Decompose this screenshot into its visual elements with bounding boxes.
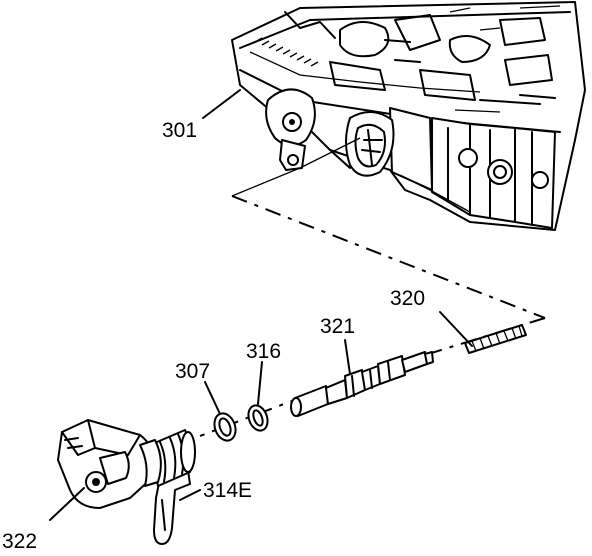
leader-314E — [179, 489, 201, 501]
leader-301 — [202, 89, 241, 119]
callout-314E: 314E — [203, 479, 252, 502]
callout-307: 307 — [175, 360, 210, 383]
o-ring-seal-316 — [247, 404, 269, 432]
callout-322: 322 — [2, 530, 37, 553]
callout-labels: 301 320 321 316 307 314E 322 — [2, 119, 425, 553]
leader-322 — [49, 487, 85, 521]
leader-307 — [204, 381, 221, 415]
callout-301: 301 — [162, 119, 197, 142]
pressure-control-solenoid — [57, 419, 196, 509]
leader-316 — [257, 361, 263, 405]
leader-321 — [344, 339, 351, 375]
callout-321: 321 — [320, 315, 355, 338]
o-ring-seal-307 — [213, 412, 237, 442]
leader-lines — [49, 89, 473, 521]
valve-body-assembly — [231, 1, 586, 231]
pressure-control-solenoid-screen — [464, 324, 527, 354]
solenoid-valve-spool — [290, 351, 434, 417]
leader-320 — [439, 311, 473, 347]
callout-316: 316 — [246, 340, 281, 363]
callout-320: 320 — [390, 287, 425, 310]
